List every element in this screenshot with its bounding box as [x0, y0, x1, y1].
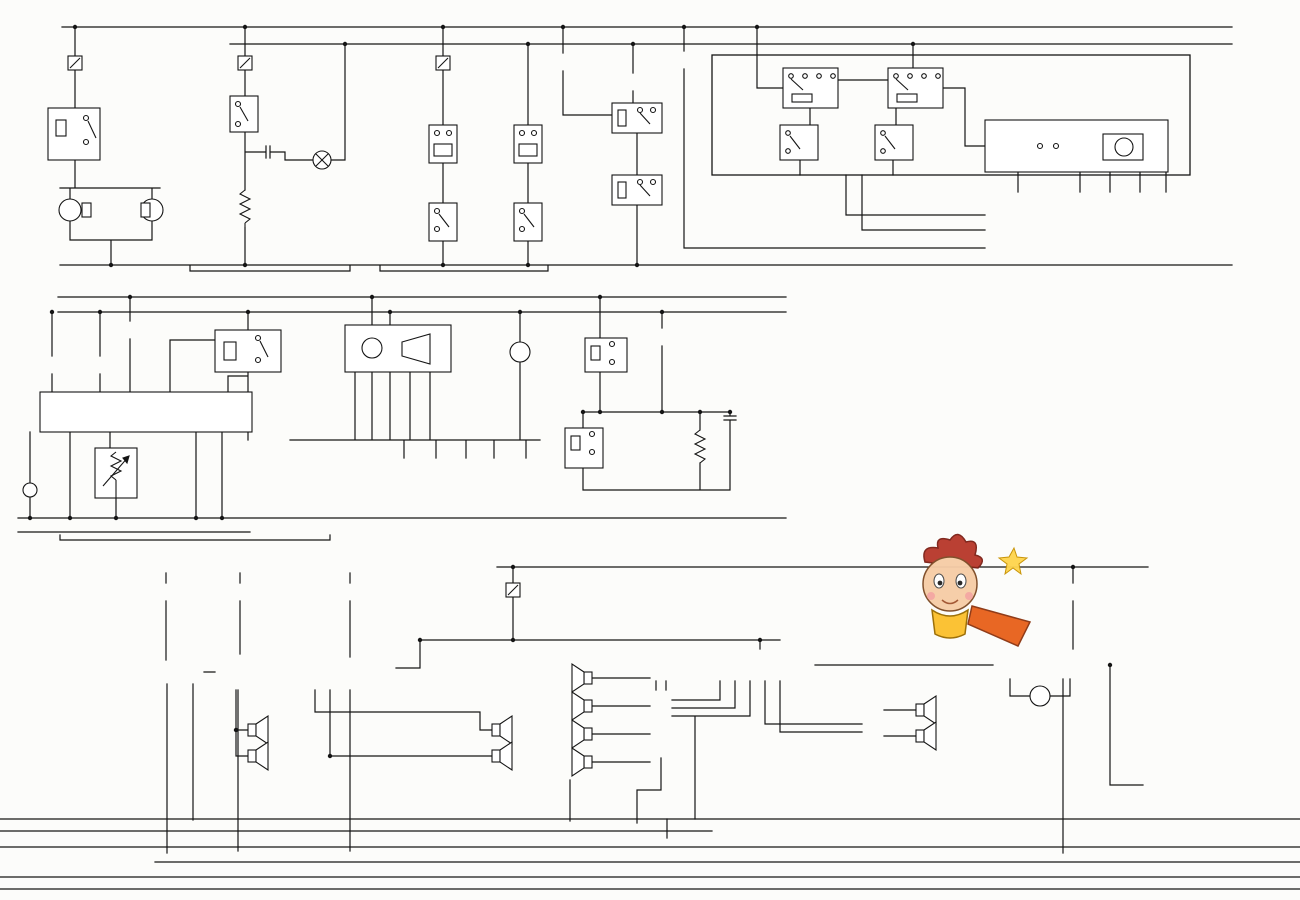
solenoid-icon	[428, 124, 458, 164]
connector-icon	[22, 482, 38, 498]
switch-icon	[229, 95, 259, 133]
motor-icon	[1029, 685, 1051, 707]
fuse-icon	[435, 55, 451, 71]
limit-switch-icon	[779, 124, 819, 161]
solenoid-icon	[513, 124, 543, 164]
star-icon	[997, 546, 1029, 576]
motor-icon	[1114, 137, 1134, 157]
wire-lines	[0, 26, 1300, 890]
speaker-icon	[915, 720, 937, 752]
speaker-icon	[571, 662, 593, 694]
variable-resistor-icon	[94, 447, 138, 499]
breaker-icon	[984, 119, 1169, 173]
relay-icon	[887, 67, 944, 109]
speaker-icon	[491, 714, 513, 746]
junction-dots	[27, 24, 1113, 759]
limit-switch-icon	[874, 124, 914, 161]
relay-icon	[47, 107, 101, 161]
indicator-lamp-icon	[312, 150, 332, 170]
speaker-icon	[915, 694, 937, 726]
speaker-icon	[247, 714, 269, 746]
horn-icon	[58, 198, 164, 222]
fuse-icon	[67, 55, 83, 71]
relay-icon	[214, 329, 282, 373]
speaker-icon	[491, 740, 513, 772]
resistor-icon	[693, 429, 707, 464]
motor-icon	[509, 341, 531, 363]
relay-icon	[782, 67, 839, 109]
fuse-icon	[237, 55, 253, 71]
wiper-motor-icon	[344, 324, 452, 373]
component-shapes	[22, 54, 1191, 778]
mascot-illustration	[922, 533, 1032, 647]
relay-icon	[564, 427, 604, 469]
speaker-icon	[571, 690, 593, 722]
resistor-icon	[238, 189, 252, 228]
motor-icon	[361, 337, 383, 359]
relay-icon	[611, 174, 663, 206]
speaker-icon	[571, 718, 593, 750]
relay-icon	[584, 337, 628, 373]
pencil-icon	[967, 605, 1032, 647]
switch-icon	[428, 202, 458, 242]
fuse-icon	[505, 582, 521, 598]
speaker-icon	[571, 746, 593, 778]
switch-icon	[513, 202, 543, 242]
speaker-icon	[247, 740, 269, 772]
time-control-unit-box	[39, 391, 253, 433]
relay-icon	[611, 102, 663, 134]
